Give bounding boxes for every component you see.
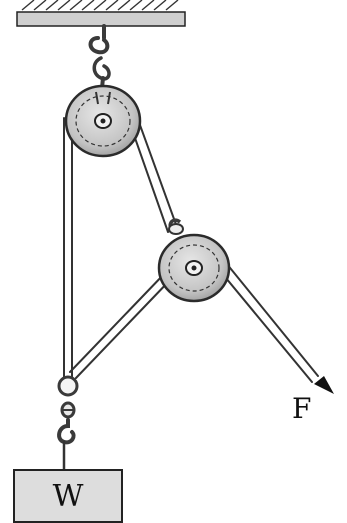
ropes	[63, 113, 319, 383]
rope-lower-diagonal-a	[69, 271, 167, 373]
arrow-head-icon	[314, 376, 334, 394]
rope-lower-diagonal-b	[75, 277, 173, 379]
ceiling-hook-icon	[88, 24, 111, 90]
weight-label: W	[53, 479, 84, 514]
force-arrow: F	[292, 376, 334, 425]
rope-upper-diagonal-b	[135, 113, 179, 231]
load-hook-icon	[57, 375, 79, 472]
force-label: F	[292, 392, 311, 425]
ceiling-hatching	[21, 0, 179, 11]
rope-pull-a	[221, 257, 319, 377]
weight-block: W	[13, 469, 123, 523]
ceiling	[16, 0, 186, 27]
fixed-pulley-wheel-icon	[64, 84, 142, 158]
rope-pull-b	[215, 265, 313, 383]
ceiling-bar	[16, 11, 186, 27]
movable-pulley-wheel-icon	[157, 218, 231, 303]
